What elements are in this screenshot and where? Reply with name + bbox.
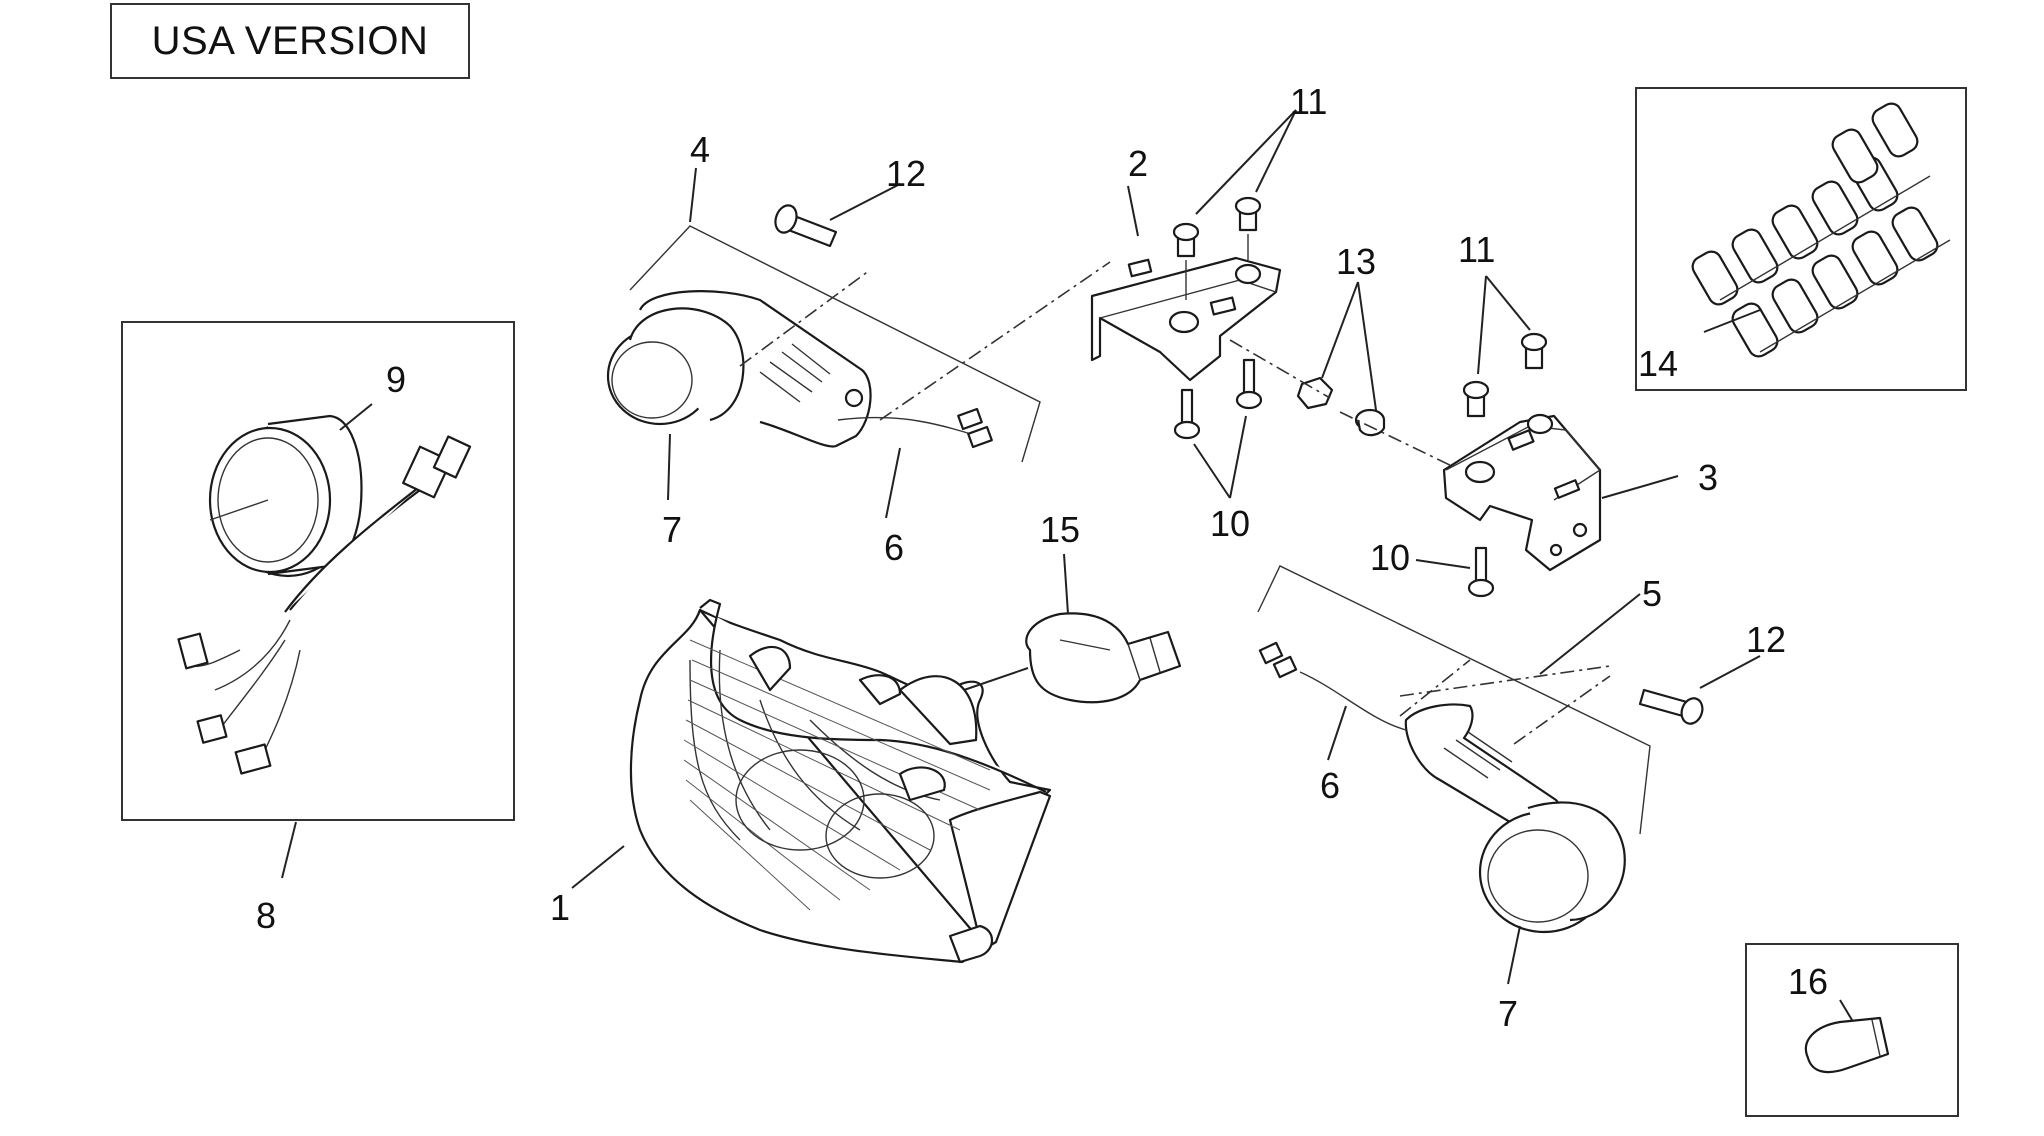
callout-6-left: 6: [884, 527, 904, 568]
screws-11-lower-icon: [1462, 332, 1548, 418]
fuse-strip-icon: [1691, 102, 1951, 358]
screw-12-left-icon: [774, 204, 838, 248]
version-label: USA VERSION: [151, 18, 429, 63]
callout-14: 14: [1638, 343, 1678, 384]
callout-2: 2: [1128, 143, 1148, 184]
turn-signal-right-icon: [1258, 641, 1626, 934]
callout-10-lower: 10: [1370, 537, 1410, 578]
screws-10-upper-icon: [1173, 358, 1263, 440]
callout-16: 16: [1788, 961, 1828, 1002]
callout-12-left: 12: [886, 153, 926, 194]
headlight-assembly-icon: [629, 598, 1052, 964]
headlight-bezel-icon: [208, 414, 363, 578]
group-bracket-4: [629, 225, 1041, 463]
callout-5: 5: [1642, 573, 1662, 614]
callout-1: 1: [550, 887, 570, 928]
kit-frame-8: [121, 321, 515, 821]
callout-12-right: 12: [1746, 619, 1786, 660]
kit-frame-14: [1635, 87, 1967, 391]
callout-7-left: 7: [662, 509, 682, 550]
callout-8: 8: [256, 895, 276, 936]
callout-7-right: 7: [1498, 993, 1518, 1034]
callout-4: 4: [690, 129, 710, 170]
screws-11-upper-icon: [1172, 196, 1262, 300]
group-bracket-5: [1257, 565, 1651, 835]
kit-frame-16: [1745, 943, 1959, 1117]
screw-12-right-icon: [1638, 688, 1704, 725]
callout-11-lower: 11: [1458, 229, 1495, 270]
callout-3: 3: [1698, 457, 1718, 498]
bulb-16-icon: [1804, 1016, 1890, 1074]
callout-6-right: 6: [1320, 765, 1340, 806]
callout-15: 15: [1040, 509, 1080, 550]
wiring-harness-icon: [177, 435, 472, 775]
callout-10-upper: 10: [1210, 503, 1250, 544]
bulb-15-icon: [1025, 612, 1182, 704]
version-label-box: USA VERSION: [110, 3, 470, 79]
callout-13: 13: [1336, 241, 1376, 282]
callout-11-upper: 11: [1290, 81, 1327, 122]
turn-signal-left-icon: [606, 290, 993, 449]
callout-9: 9: [386, 359, 406, 400]
bracket-2-icon: [1090, 256, 1282, 382]
bracket-3-icon: [1442, 413, 1602, 572]
screw-10-lower-icon: [1467, 546, 1495, 598]
